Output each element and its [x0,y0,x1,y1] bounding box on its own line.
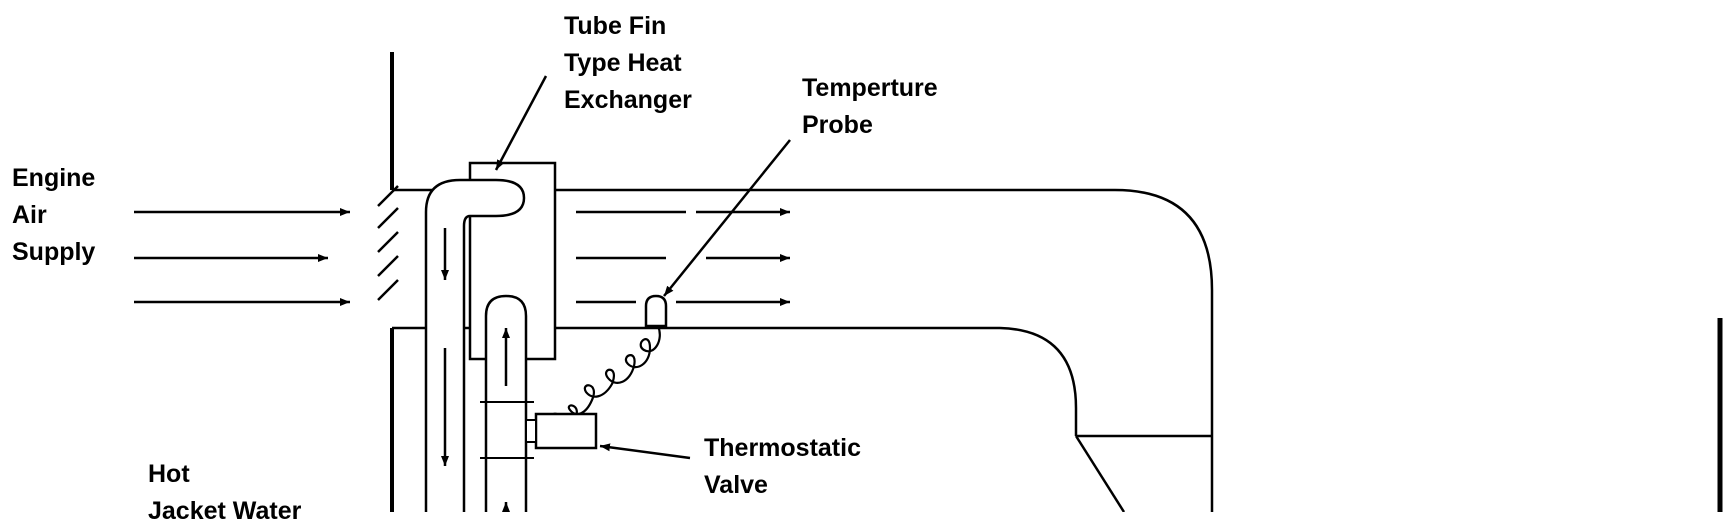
label-line: Air [12,201,47,229]
thermostatic-valve-body [534,412,598,450]
label-line: Temperture [802,74,938,102]
thermostatic-valve-label: Thermostatic Valve [704,430,861,504]
label-line: Exchanger [564,86,692,114]
label-line: Supply [12,238,96,266]
air-inlet-arrows [134,208,350,306]
leader-arrows [494,75,791,460]
capillary-coil [550,325,661,427]
label-line: Probe [802,111,873,139]
hot-jacket-water-label: Hot Jacket Water [148,456,301,530]
heat-exchanger-diagram [134,52,1723,512]
return-pipe [424,178,526,512]
temperature-probe-bulb [644,294,668,328]
intake-louvers [377,185,399,301]
air-supply-label: Engine Air Supply [12,160,95,271]
air-duct [392,188,1214,512]
label-line: Valve [704,471,768,499]
heat-exchanger-label: Tube Fin Type Heat Exchanger [564,8,692,119]
label-line: Engine [12,164,96,192]
pipe-clamps [480,401,534,459]
label-line: Tube Fin [564,12,667,40]
duct-airflow-arrows [576,208,790,306]
label-line: Hot [148,460,190,488]
label-line: Type Heat [564,49,682,77]
label-line: Thermostatic [704,434,861,462]
thermostatic-valve-stem [525,419,537,443]
temperature-probe-label: Temperture Probe [802,70,938,144]
